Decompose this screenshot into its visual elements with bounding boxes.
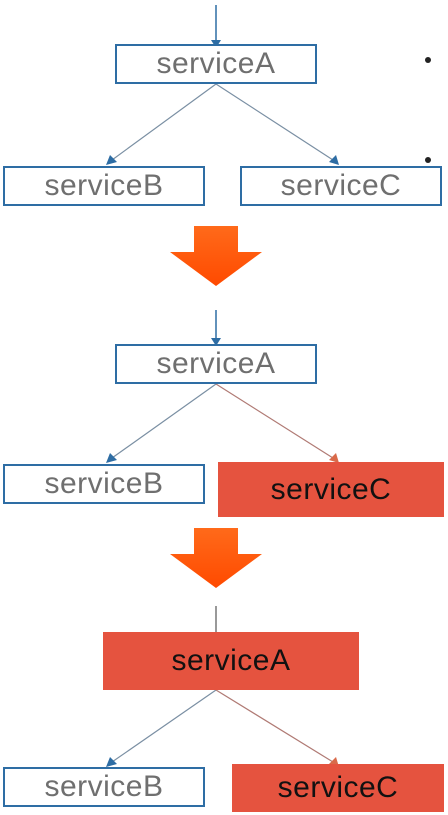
stage2-a-to-b-line [111, 383, 217, 459]
stage2-service-c-box: serviceC [218, 462, 444, 517]
stage1-a-to-c-line [215, 83, 334, 161]
stage1-connectors [106, 5, 339, 165]
stage2-a-to-c-arrowhead [329, 453, 339, 463]
stage1-service-b-box: serviceB [3, 166, 205, 206]
stage2-entry-arrowhead [211, 338, 221, 346]
stage3-service-b-box: serviceB [3, 767, 205, 807]
stage2-service-b-box: serviceB [3, 464, 205, 504]
stage2-service-a-box: serviceA [115, 344, 317, 384]
stage3-service-a-label: serviceA [171, 644, 291, 677]
stage1-service-a-box: serviceA [115, 44, 317, 84]
stage1-a-to-b-line [111, 83, 217, 161]
stage2-service-c-label: serviceC [270, 472, 392, 506]
stage3-service-a-box: serviceA [103, 632, 359, 690]
stage2-service-a-label: serviceA [156, 347, 276, 380]
stage1-a-to-b-arrowhead [106, 155, 117, 165]
stage1-service-c-box: serviceC [240, 166, 442, 206]
stage1-service-c-label: serviceC [280, 169, 402, 202]
stage2-connectors [106, 310, 339, 463]
stage1-service-a-label: serviceA [156, 47, 276, 80]
stage2-service-b-label: serviceB [44, 467, 164, 500]
stage1-service-b-label: serviceB [44, 169, 164, 202]
bullet-dot-2 [425, 157, 431, 163]
stage3-service-b-label: serviceB [44, 770, 164, 803]
transition-arrow-2 [170, 528, 262, 588]
stage3-a-to-b-line [111, 689, 217, 763]
stage3-service-c-label: serviceC [277, 771, 399, 804]
transition-arrow-1 [170, 226, 262, 286]
stage3-service-c-box: serviceC [232, 764, 444, 812]
stage2-a-to-b-arrowhead [106, 453, 117, 463]
bullet-dot-1 [425, 57, 431, 63]
stage1-a-to-c-arrowhead [329, 155, 339, 165]
stage3-a-to-b-arrowhead [106, 757, 117, 767]
stage2-a-to-c-line [215, 383, 334, 459]
stage3-a-to-c-line [215, 689, 334, 763]
